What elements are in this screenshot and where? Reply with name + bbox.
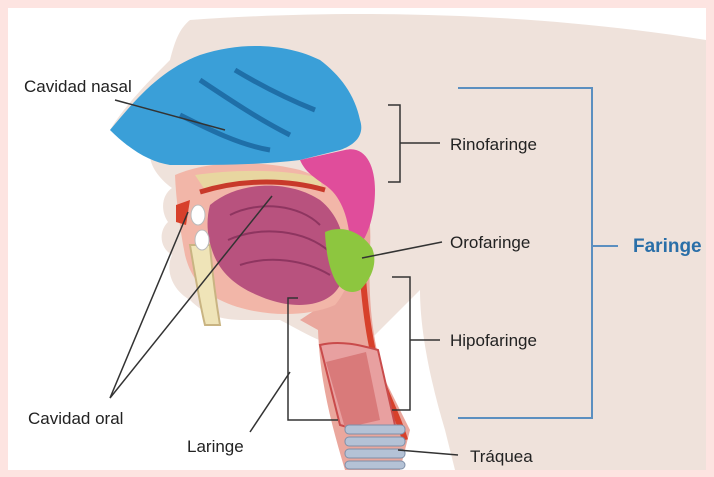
- lower-tooth: [195, 230, 209, 250]
- label-nasopharynx: Rinofaringe: [450, 136, 537, 153]
- label-trachea: Tráquea: [470, 448, 533, 465]
- label-oral-cavity: Cavidad oral: [28, 410, 123, 427]
- label-larynx: Laringe: [187, 438, 244, 455]
- label-pharynx: Faringe: [633, 237, 702, 256]
- label-oropharynx: Orofaringe: [450, 234, 530, 251]
- label-nasal-cavity: Cavidad nasal: [24, 78, 132, 95]
- upper-tooth: [191, 205, 205, 225]
- label-hypopharynx: Hipofaringe: [450, 332, 537, 349]
